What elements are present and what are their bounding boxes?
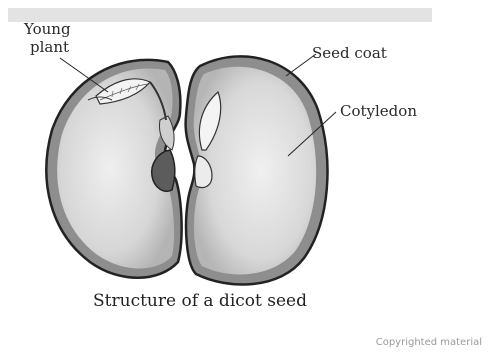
label-cotyledon: Cotyledon bbox=[340, 102, 417, 120]
label-young: Young bbox=[24, 20, 71, 38]
diagram-caption: Structure of a dicot seed bbox=[0, 291, 400, 311]
copyright-watermark: Copyrighted material bbox=[376, 337, 482, 348]
right-seed-half bbox=[186, 56, 328, 284]
label-seed-coat: Seed coat bbox=[312, 44, 387, 62]
label-plant: plant bbox=[30, 38, 69, 56]
